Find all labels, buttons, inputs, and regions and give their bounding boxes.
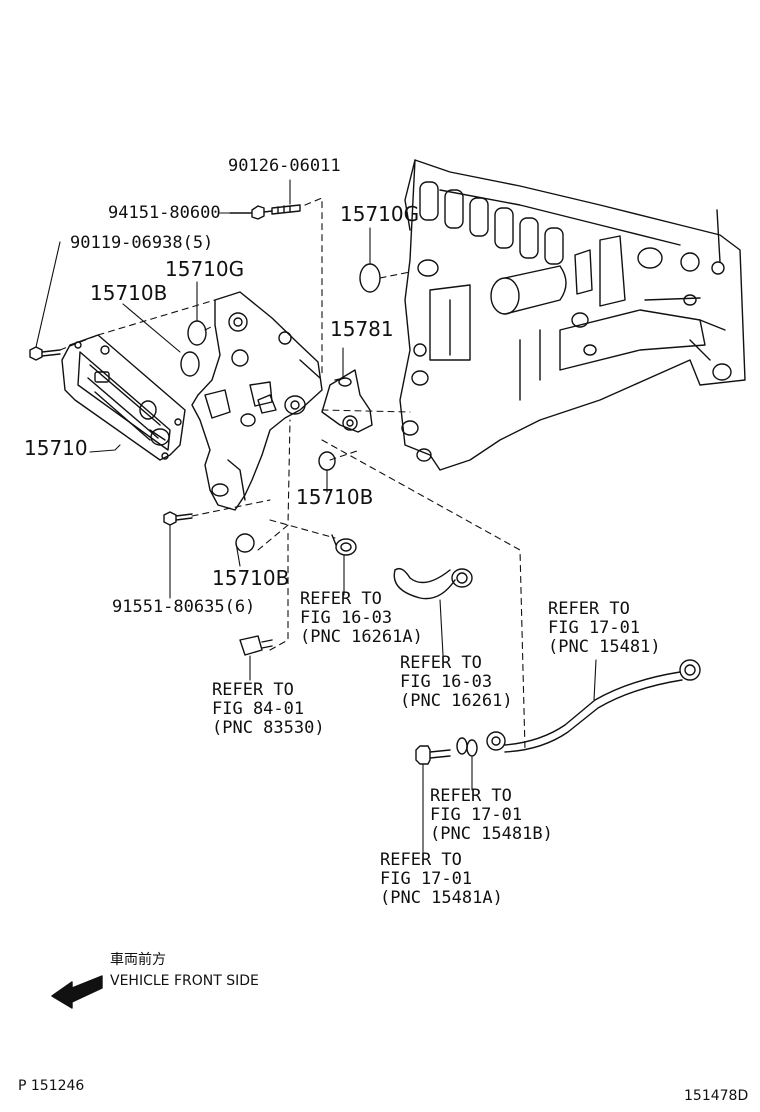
stud-and-nut (229, 204, 301, 220)
ref-line: FIG 16-03 (300, 608, 393, 628)
cooler-housing (191, 291, 323, 511)
front-side-label: VEHICLE FRONT SIDE (110, 973, 259, 989)
label-15781: 15781 (330, 317, 394, 341)
ref-line: REFER TO (212, 680, 294, 700)
label-15710b-lower: 15710B (212, 566, 290, 590)
ref-line: FIG 17-01 (380, 869, 473, 889)
ref-pnc-16261: REFER TO FIG 16-03 (PNC 16261) (400, 654, 513, 711)
ref-line: FIG 17-01 (430, 805, 523, 825)
label-90126-06011: 90126-06011 (228, 156, 341, 176)
ref-line: REFER TO (380, 850, 462, 870)
water-hose (393, 567, 473, 600)
front-arrow-icon (51, 975, 103, 1009)
assembly-lines (59, 197, 526, 751)
water-fitting-15781 (321, 369, 373, 433)
ref-line: (PNC 15481) (548, 637, 661, 657)
ref-line: (PNC 15481B) (430, 824, 553, 844)
ref-pnc-15481b: REFER TO FIG 17-01 (PNC 15481B) (430, 787, 553, 844)
ref-line: (PNC 83530) (212, 718, 325, 738)
ref-line: REFER TO (548, 599, 630, 619)
ref-line: REFER TO (300, 589, 382, 609)
label-15710g-mid: 15710G (165, 257, 245, 281)
label-91551-80635: 91551-80635(6) (112, 597, 256, 617)
label-15710b-right: 15710B (296, 485, 374, 509)
drawing-id: 151478D (684, 1088, 749, 1104)
ref-pnc-15481: REFER TO FIG 17-01 (PNC 15481) (548, 600, 661, 657)
temperature-sensor (239, 635, 273, 656)
oil-cooler (61, 334, 186, 461)
ref-line: REFER TO (430, 786, 512, 806)
ref-line: (PNC 16261) (400, 691, 513, 711)
label-15710b-left: 15710B (90, 281, 168, 305)
oil-pipe (486, 659, 701, 753)
label-15710g-top: 15710G (340, 202, 420, 226)
label-15710: 15710 (24, 436, 88, 460)
leader-lines (35, 179, 597, 853)
hose-clamp (331, 534, 357, 556)
ref-pnc-15481a: REFER TO FIG 17-01 (PNC 15481A) (380, 851, 503, 908)
ref-pnc-16261a: REFER TO FIG 16-03 (PNC 16261A) (300, 590, 423, 647)
ref-line: FIG 16-03 (400, 672, 493, 692)
engine-block (399, 159, 746, 471)
ref-line: REFER TO (400, 653, 482, 673)
page-reference: P 151246 (18, 1078, 85, 1094)
label-90119-06938: 90119-06938(5) (70, 233, 214, 253)
ref-line: FIG 84-01 (212, 699, 305, 719)
ref-line: (PNC 15481A) (380, 888, 503, 908)
ref-line: (PNC 16261A) (300, 627, 423, 647)
ref-pnc-83530: REFER TO FIG 84-01 (PNC 83530) (212, 681, 325, 738)
label-94151-80600: 94151-80600 (108, 203, 221, 223)
front-side-label-japanese: 車両前方 (110, 952, 166, 968)
ref-line: FIG 17-01 (548, 618, 641, 638)
